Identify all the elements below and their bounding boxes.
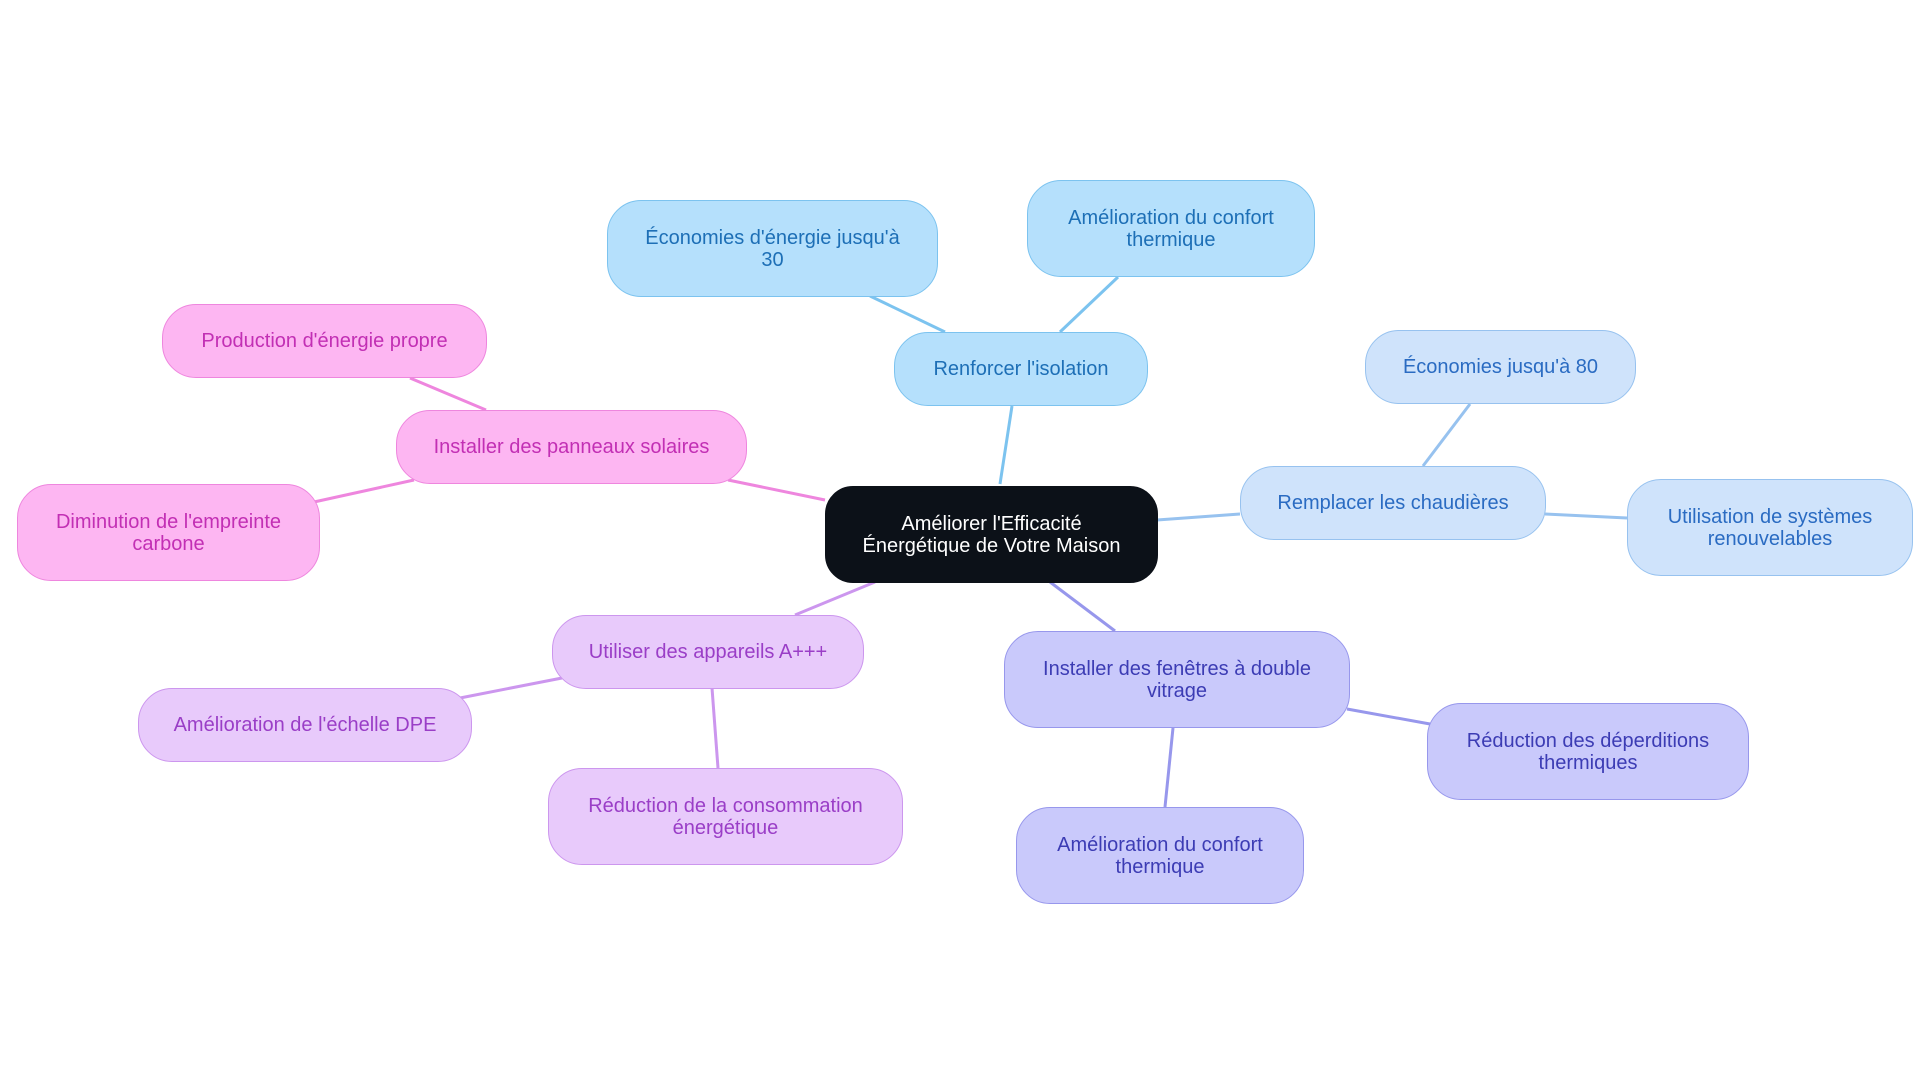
leaf-node-solaires-2[interactable]: Diminution de l'empreinte carbone [17, 484, 320, 581]
leaf-node-solaires-1[interactable]: Production d'énergie propre [162, 304, 487, 378]
branch-node-appareils[interactable]: Utiliser des appareils A+++ [552, 615, 864, 689]
leaf-node-fenetres-1[interactable]: Réduction des déperditions thermiques [1427, 703, 1749, 800]
branch-node-fenetres[interactable]: Installer des fenêtres à double vitrage [1004, 631, 1350, 728]
leaf-node-fenetres-2[interactable]: Amélioration du confort thermique [1016, 807, 1304, 904]
leaf-node-appareils-2[interactable]: Réduction de la consommation énergétique [548, 768, 903, 865]
edge-solaires-child-1 [409, 376, 487, 412]
edge-center-chaudieres [1156, 512, 1241, 522]
edge-chaudieres-child-1 [1421, 403, 1472, 467]
branch-node-chaudieres[interactable]: Remplacer les chaudières [1240, 466, 1546, 540]
leaf-node-chaudieres-1[interactable]: Économies jusqu'à 80 [1365, 330, 1636, 404]
edge-solaires-child-2 [313, 478, 415, 504]
edge-center-isolation [998, 405, 1014, 485]
edge-chaudieres-child-2 [1544, 512, 1628, 520]
leaf-node-isolation-2[interactable]: Amélioration du confort thermique [1027, 180, 1315, 277]
leaf-node-appareils-1[interactable]: Amélioration de l'échelle DPE [138, 688, 472, 762]
branch-node-isolation[interactable]: Renforcer l'isolation [894, 332, 1148, 406]
edge-fenetres-child-2 [1163, 727, 1175, 808]
edge-isolation-child-2 [1058, 275, 1120, 334]
edge-fenetres-child-1 [1346, 707, 1431, 726]
edge-center-fenetres [1049, 580, 1116, 633]
leaf-node-isolation-1[interactable]: Économies d'énergie jusqu'à 30 [607, 200, 938, 297]
edge-center-appareils [794, 580, 876, 617]
edge-center-solaires [727, 478, 826, 502]
branch-node-solaires[interactable]: Installer des panneaux solaires [396, 410, 747, 484]
central-node[interactable]: Améliorer l'Efficacité Énergétique de Vo… [825, 486, 1158, 583]
edge-appareils-child-1 [459, 676, 563, 700]
edge-appareils-child-2 [710, 687, 720, 769]
edge-isolation-child-1 [869, 294, 946, 334]
leaf-node-chaudieres-2[interactable]: Utilisation de systèmes renouvelables [1627, 479, 1913, 576]
